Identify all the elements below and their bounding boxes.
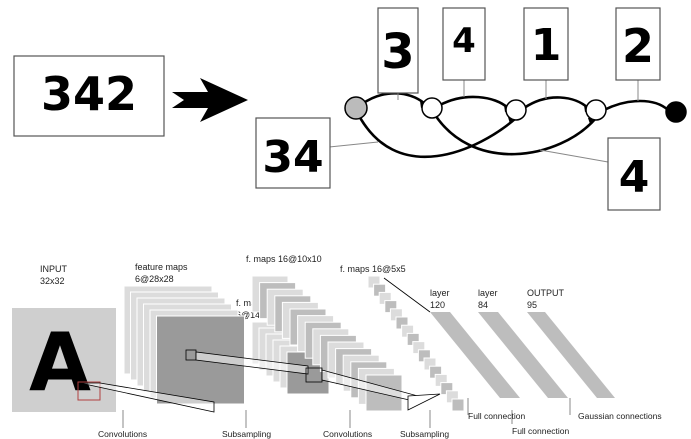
c3-label: f. maps 16@10x10 <box>246 254 322 264</box>
segment-box-4 <box>442 7 486 81</box>
c5-size-label: 120 <box>430 300 445 310</box>
fc-layer-band <box>430 312 520 398</box>
input-label: INPUT <box>40 264 68 274</box>
op-convolutions-1: Convolutions <box>98 429 147 439</box>
s4-feature-maps <box>367 275 465 412</box>
s2-size-label: 6@14x14 <box>236 310 275 320</box>
segmentation-graph: 342 3 4 1 <box>13 7 687 211</box>
fully-connected-layers <box>383 277 615 398</box>
op-full-connection-1: Full connection <box>468 411 525 421</box>
graph-node <box>585 99 607 121</box>
segment-box-2 <box>615 7 661 81</box>
start-node <box>344 96 368 120</box>
graph-node <box>421 97 443 119</box>
s2-label: f. maps <box>236 298 266 308</box>
input-word-box <box>13 55 165 137</box>
op-convolutions-2: Convolutions <box>323 429 372 439</box>
c5-label: layer <box>430 288 450 298</box>
op-gaussian-connections: Gaussian connections <box>578 411 662 421</box>
c1-label: feature maps <box>135 262 188 272</box>
c1-size-label: 6@28x28 <box>135 274 174 284</box>
c1-feature-maps <box>123 285 245 405</box>
segment-glyph: 4 <box>452 21 476 61</box>
fc-layer-band <box>478 312 568 398</box>
end-node <box>665 101 687 123</box>
output-size-label: 95 <box>527 300 537 310</box>
edge-n2-to-n4 <box>430 109 597 156</box>
edge-n4-to-end <box>603 99 669 112</box>
segment-box-3 <box>377 7 419 94</box>
leader-line <box>539 149 609 163</box>
input-glyph: A <box>29 316 91 409</box>
segment-glyph: 3 <box>381 24 414 80</box>
s4-map <box>451 398 465 412</box>
input-word-text: 342 <box>41 67 137 121</box>
segment-box-4b <box>607 137 661 211</box>
s4-window <box>407 393 441 411</box>
receptive-field-box <box>77 381 101 401</box>
transform-arrow-icon <box>172 78 248 122</box>
edge-start-to-n2 <box>361 92 425 106</box>
f6-size-label: 84 <box>478 300 488 310</box>
edge-start-to-n3 <box>354 109 517 159</box>
op-subsampling-2: Subsampling <box>400 429 449 439</box>
fc-layer-band <box>527 312 615 398</box>
segment-glyph: 34 <box>262 132 323 183</box>
graph-node <box>505 99 527 121</box>
output-label: OUTPUT <box>527 288 565 298</box>
s4-label: f. maps 16@5x5 <box>340 264 406 274</box>
segment-glyph: 4 <box>619 152 650 203</box>
op-full-connection-2: Full connection <box>512 426 569 436</box>
segment-glyph: 2 <box>622 19 654 73</box>
edge-n3-to-n4 <box>523 96 589 110</box>
cnn-architecture: INPUT 32x32 feature maps 6@28x28 f. maps… <box>12 254 662 439</box>
segment-glyph: 1 <box>531 20 562 71</box>
conv-cone-1 <box>79 382 215 413</box>
input-image <box>12 308 116 412</box>
segment-box-1 <box>523 7 569 81</box>
input-size-label: 32x32 <box>40 276 65 286</box>
op-subsampling-1: Subsampling <box>222 429 271 439</box>
edge-n2-to-n3 <box>439 95 509 110</box>
segment-box-34 <box>255 117 331 189</box>
s4-to-c5-line <box>383 277 431 313</box>
f6-label: layer <box>478 288 498 298</box>
sub-cone-1 <box>195 351 309 375</box>
